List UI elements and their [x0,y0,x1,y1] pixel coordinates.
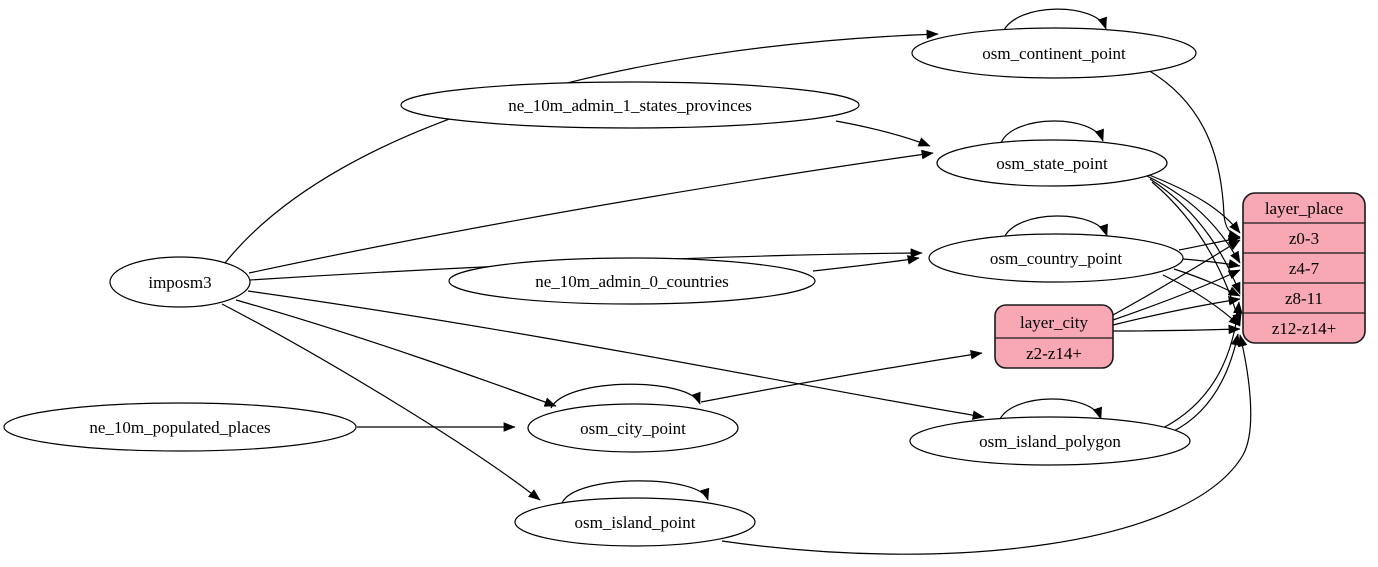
layer_place-row-z12-z14: z12-z14+ [1272,319,1336,338]
layer_place-row-z4-7: z4-7 [1289,259,1320,278]
node-osm_city_point: osm_city_point [527,403,739,453]
osm_country_point-label: osm_country_point [990,249,1122,268]
edge-osm_state_point-layer_place-z4-7 [1146,175,1241,264]
osm_island_point-shape [514,497,756,547]
osm_island_polygon-shape [909,416,1191,466]
node-imposm3: imposm3 [109,256,251,308]
osm_city_point-label: osm_city_point [580,419,686,438]
osm_state_point-shape [936,139,1168,187]
ne_10m_admin_1_states_provinces-label: ne_10m_admin_1_states_provinces [508,96,752,115]
node-osm_island_point: osm_island_point [514,497,756,547]
layer_city-title: layer_city [1020,313,1088,332]
selfloop-osm_state_point [1000,120,1104,144]
selfloop-osm_island_point [561,480,710,504]
layer_place-box [1242,192,1366,344]
record-layer_city: layer_city z2-z14+ [994,304,1114,369]
edge-imposm3-osm_continent_point [224,29,939,264]
edge-ne_10m_admin_1_states_provinces-osm_state_point [835,120,931,147]
edge-osm_island_polygon-layer_place-z12-z14 [1171,333,1241,433]
node-ne_10m_populated_places: ne_10m_populated_places [3,402,357,452]
edge-imposm3-osm_island_polygon [247,290,985,420]
edge-osm_country_point-layer_place-z0-3 [1178,235,1241,251]
node-osm_country_point: osm_country_point [928,233,1184,283]
edge-osm_state_point-layer_place-z0-3 [1143,172,1241,234]
edge-ne_10m_admin_0_countries-osm_country_point [812,255,920,272]
ne_10m_admin_1_states_provinces-shape [400,81,860,129]
imposm3-label: imposm3 [148,273,211,292]
edge-osm_country_point-layer_place-z4-7 [1182,258,1241,269]
osm_city_point-shape [527,403,739,453]
selfloop-osm_continent_point [1002,8,1107,33]
edge-osm_island_point-layer_place-z12-z14 [721,334,1252,555]
layer_place-row-z0-3: z0-3 [1289,229,1319,248]
node-osm_state_point: osm_state_point [936,139,1168,187]
osm_island_polygon-label: osm_island_polygon [979,432,1121,451]
osm_country_point-shape [928,233,1184,283]
edge-layer_city-layer_place-z12-z14 [1112,324,1241,335]
node-ne_10m_admin_0_countries: ne_10m_admin_0_countries [448,257,816,305]
ne_10m_populated_places-label: ne_10m_populated_places [89,418,270,437]
edge-imposm3-osm_state_point [248,149,934,274]
edge-osm_continent_point-layer_place-z0-3 [1147,69,1241,240]
layer_place-title: layer_place [1265,199,1343,218]
ne_10m_populated_places-shape [3,402,357,452]
selfloop-osm_city_point [550,383,701,409]
node-ne_10m_admin_1_states_provinces: ne_10m_admin_1_states_provinces [400,81,860,129]
edge-osm_country_point-layer_place-z8-11 [1173,268,1241,297]
osm_state_point-label: osm_state_point [996,154,1108,173]
edge-imposm3-osm_city_point [235,299,557,407]
layer_city-row-z2-z14: z2-z14+ [1026,344,1082,363]
edge-osm_island_polygon-layer_place-z8-11 [1162,301,1243,429]
osm_continent_point-shape [911,27,1197,79]
node-osm_island_polygon: osm_island_polygon [909,416,1191,466]
node-osm_continent_point: osm_continent_point [911,27,1197,79]
edge-osm_city_point-layer_city [700,350,983,403]
record-layer_place: layer_place z0-3 z4-7 z8-11 z12-z14+ [1242,192,1366,344]
edge-layer_city-layer_place-z8-11 [1112,296,1241,326]
ne_10m_admin_0_countries-label: ne_10m_admin_0_countries [535,272,729,291]
selfloop-osm_island_polygon [998,398,1102,422]
edge-layer_city-layer_place-z0-3 [1112,239,1241,316]
ne_10m_admin_0_countries-shape [448,257,816,305]
edge-osm_state_point-layer_place-z8-11 [1149,178,1241,295]
layer_place-row-z8-11: z8-11 [1285,289,1323,308]
edge-layer [221,8,1252,555]
osm_island_point-label: osm_island_point [575,513,696,532]
osm_continent_point-label: osm_continent_point [982,44,1126,63]
edge-layer_city-layer_place-z4-7 [1112,269,1241,321]
layer_city-box [994,304,1114,369]
imposm3-shape [109,256,251,308]
edge-imposm3-osm_island_point [221,303,541,501]
selfloop-osm_country_point [1003,215,1108,239]
